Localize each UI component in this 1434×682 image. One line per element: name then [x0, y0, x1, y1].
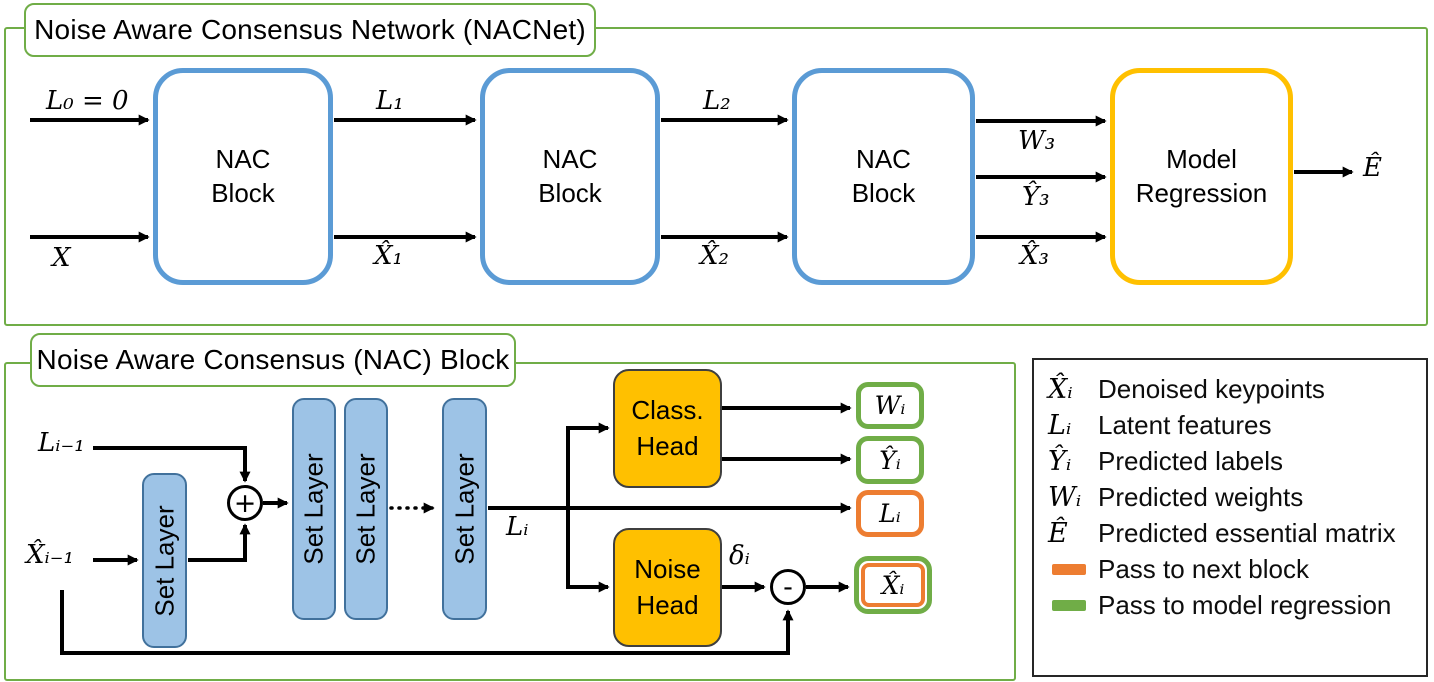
- nac-block-3: NAC Block: [792, 68, 975, 285]
- label-l2: L₂: [703, 86, 731, 116]
- nac-block-1: NAC Block: [153, 68, 333, 285]
- legend-symbol-yi: Ŷᵢ: [1048, 445, 1072, 477]
- green-swatch: [1052, 599, 1086, 611]
- label-y3: Ŷ₃: [1022, 182, 1050, 212]
- output-wi-label: Wᵢ: [874, 391, 906, 420]
- legend-label-denoised-keypoints: Denoised keypoints: [1098, 373, 1325, 404]
- class-head-label-line2: Head: [636, 430, 699, 461]
- legend-label-predicted-labels: Predicted labels: [1098, 445, 1283, 476]
- sum-node: +: [227, 485, 263, 521]
- noise-head-label-line2: Head: [636, 589, 699, 620]
- label-x2: X̂₂: [700, 241, 729, 271]
- legend-row-denoised-keypoints: X̂ᵢ Denoised keypoints: [1034, 371, 1426, 407]
- legend-symbol-wi: Wᵢ: [1048, 481, 1082, 513]
- legend-row-latent-features: Lᵢ Latent features: [1034, 407, 1426, 443]
- legend-label-predicted-weights: Predicted weights: [1098, 481, 1304, 512]
- label-x1: X̂₁: [374, 241, 403, 271]
- legend-row-predicted-weights: Wᵢ Predicted weights: [1034, 479, 1426, 515]
- legend-row-essential-matrix: Ê Predicted essential matrix: [1034, 515, 1426, 551]
- output-xi-label: X̂ᵢ: [881, 570, 905, 600]
- output-box-wi: Wᵢ: [856, 382, 924, 429]
- label-e-hat: Ê: [1363, 153, 1382, 183]
- set-layer-2-label: Set Layer: [298, 453, 329, 565]
- nac-block-3-label-line2: Block: [851, 177, 916, 208]
- output-box-li: Lᵢ: [856, 490, 924, 537]
- output-li-label: Lᵢ: [879, 499, 901, 528]
- label-w3: W₃: [1018, 126, 1056, 156]
- legend-row-pass-model-regression: Pass to model regression: [1034, 587, 1426, 623]
- label-x-prev: X̂ᵢ₋₁: [26, 540, 74, 570]
- nacnet-panel-frame: [4, 27, 1428, 326]
- label-x3: X̂₃: [1020, 241, 1049, 271]
- nac-block-1-label-line2: Block: [211, 177, 275, 208]
- output-box-yi: Ŷᵢ: [856, 436, 924, 484]
- label-x-input: X: [52, 243, 71, 273]
- legend-row-predicted-labels: Ŷᵢ Predicted labels: [1034, 443, 1426, 479]
- class-head-label-line1: Class.: [631, 395, 704, 426]
- label-l0: L₀ = 0: [46, 86, 129, 116]
- nacnet-panel-title: Noise Aware Consensus Network (NACNet): [24, 3, 596, 57]
- nac-block-1-label-line1: NAC: [215, 143, 271, 174]
- output-yi-label: Ŷᵢ: [879, 445, 901, 475]
- legend-label-pass-next-block: Pass to next block: [1098, 553, 1309, 584]
- class-head-block: Class. Head: [613, 369, 722, 488]
- sum-symbol: +: [233, 487, 257, 519]
- set-layer-3-label: Set Layer: [350, 453, 381, 565]
- nac-detail-panel-title-text: Noise Aware Consensus (NAC) Block: [36, 344, 510, 375]
- nac-block-3-label-line1: NAC: [856, 143, 911, 174]
- nac-block-2-label-line1: NAC: [542, 143, 598, 174]
- set-layer-3: Set Layer: [344, 398, 388, 620]
- orange-swatch: [1052, 563, 1086, 575]
- set-layer-1: Set Layer: [142, 473, 187, 648]
- minus-symbol: -: [783, 571, 793, 603]
- model-regression-label-line1: Model: [1166, 143, 1237, 174]
- subtract-node: -: [770, 569, 806, 605]
- output-box-xi-inner: X̂ᵢ: [861, 563, 925, 607]
- set-layer-1-label: Set Layer: [149, 504, 179, 617]
- label-li-wire: Lᵢ: [506, 512, 529, 542]
- set-layer-4-label: Set Layer: [449, 453, 479, 565]
- legend-symbol-e-hat: Ê: [1048, 517, 1068, 549]
- legend-symbol-xi: X̂ᵢ: [1048, 373, 1073, 405]
- set-layer-2: Set Layer: [292, 398, 336, 620]
- legend-label-essential-matrix: Predicted essential matrix: [1098, 517, 1396, 548]
- nac-detail-panel-title: Noise Aware Consensus (NAC) Block: [30, 333, 516, 387]
- model-regression-block: Model Regression: [1110, 68, 1293, 285]
- label-l1: L₁: [376, 86, 404, 116]
- noise-head-label-line1: Noise: [634, 554, 701, 585]
- legend-label-latent-features: Latent features: [1098, 409, 1272, 440]
- label-delta-i: δᵢ: [729, 541, 750, 571]
- output-box-xi: X̂ᵢ: [854, 556, 932, 614]
- legend-row-pass-next-block: Pass to next block: [1034, 551, 1426, 587]
- nac-block-2-label-line2: Block: [538, 177, 602, 208]
- noise-head-block: Noise Head: [613, 528, 722, 647]
- legend-label-pass-model-regression: Pass to model regression: [1098, 589, 1392, 620]
- nac-block-2: NAC Block: [480, 68, 660, 285]
- legend-symbol-li: Lᵢ: [1048, 409, 1072, 441]
- label-l-prev: Lᵢ₋₁: [38, 428, 85, 458]
- set-layer-4: Set Layer: [442, 398, 487, 620]
- legend: X̂ᵢ Denoised keypoints Lᵢ Latent feature…: [1032, 358, 1428, 677]
- model-regression-label-line2: Regression: [1135, 177, 1268, 208]
- nacnet-panel-title-text: Noise Aware Consensus Network (NACNet): [34, 14, 586, 45]
